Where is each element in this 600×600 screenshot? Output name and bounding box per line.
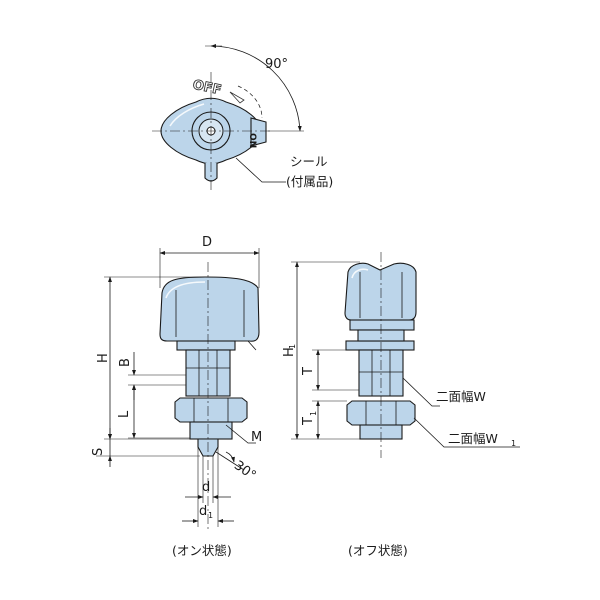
on-state-view: D H B L S M 30° d <box>91 235 262 558</box>
off-label: OFF <box>191 78 222 99</box>
top-view: 90° OFF ON シール (付属品) <box>152 44 333 190</box>
chamfer-leader <box>215 451 245 471</box>
off-position-hidden-line <box>237 85 263 119</box>
off-arrow-icon <box>229 91 245 104</box>
off-knob-highlight <box>351 268 369 279</box>
chamfer-arc <box>225 451 235 463</box>
width-across-flats-w1-label: 二面幅W <box>448 431 498 446</box>
off-hex-nut <box>346 400 416 426</box>
dim-t1-subscript: 1 <box>309 411 318 416</box>
dim-t1-label: T <box>301 417 316 426</box>
dim-small-d-label: d <box>202 480 210 495</box>
on-state-caption: (オン状態) <box>172 543 232 558</box>
on-knob-lock-tip <box>247 340 257 351</box>
off-knob-body <box>344 262 417 333</box>
dim-l-label: L <box>117 410 132 418</box>
dim-b-label: B <box>118 358 133 367</box>
chamfer-label: 30° <box>231 458 258 484</box>
dim-s-label: S <box>91 448 106 456</box>
dim-h1-subscript: 1 <box>288 344 297 349</box>
dim-d1-label: d <box>199 504 207 519</box>
width-across-flats-w1-subscript: 1 <box>511 439 516 448</box>
off-collar-1 <box>349 319 415 331</box>
angle-90-label: 90° <box>265 57 288 72</box>
on-tab <box>250 117 267 147</box>
w-leader-line <box>402 377 440 407</box>
m-leader-line <box>225 424 256 444</box>
dim-h1-label: H <box>282 347 297 357</box>
dim-t-label: T <box>301 367 316 376</box>
width-across-flats-w-label: 二面幅W <box>436 389 486 404</box>
off-state-view: H 1 T T 1 二面幅W 二面幅W 1 (オフ状態) <box>282 252 520 558</box>
dim-d1-subscript: 1 <box>208 511 213 520</box>
on-hex-nut <box>174 397 248 423</box>
knob-top-highlight <box>169 103 205 127</box>
on-knob-highlight <box>165 281 206 299</box>
dim-d-label: D <box>202 235 212 250</box>
seal-label: シール <box>290 154 328 169</box>
on-knob-body <box>159 276 260 342</box>
rotation-arc <box>210 44 302 132</box>
seal-attached-label: (付属品) <box>286 174 333 189</box>
off-collar-2 <box>345 340 415 351</box>
seal-leader-line <box>235 157 286 183</box>
off-state-caption: (オフ状態) <box>348 543 408 558</box>
dim-m-label: M <box>251 430 262 445</box>
dim-h-label: H <box>96 353 111 363</box>
w1-leader-line <box>413 417 520 448</box>
on-label: ON <box>247 133 257 148</box>
on-thread <box>189 421 233 440</box>
on-collar <box>176 340 236 351</box>
